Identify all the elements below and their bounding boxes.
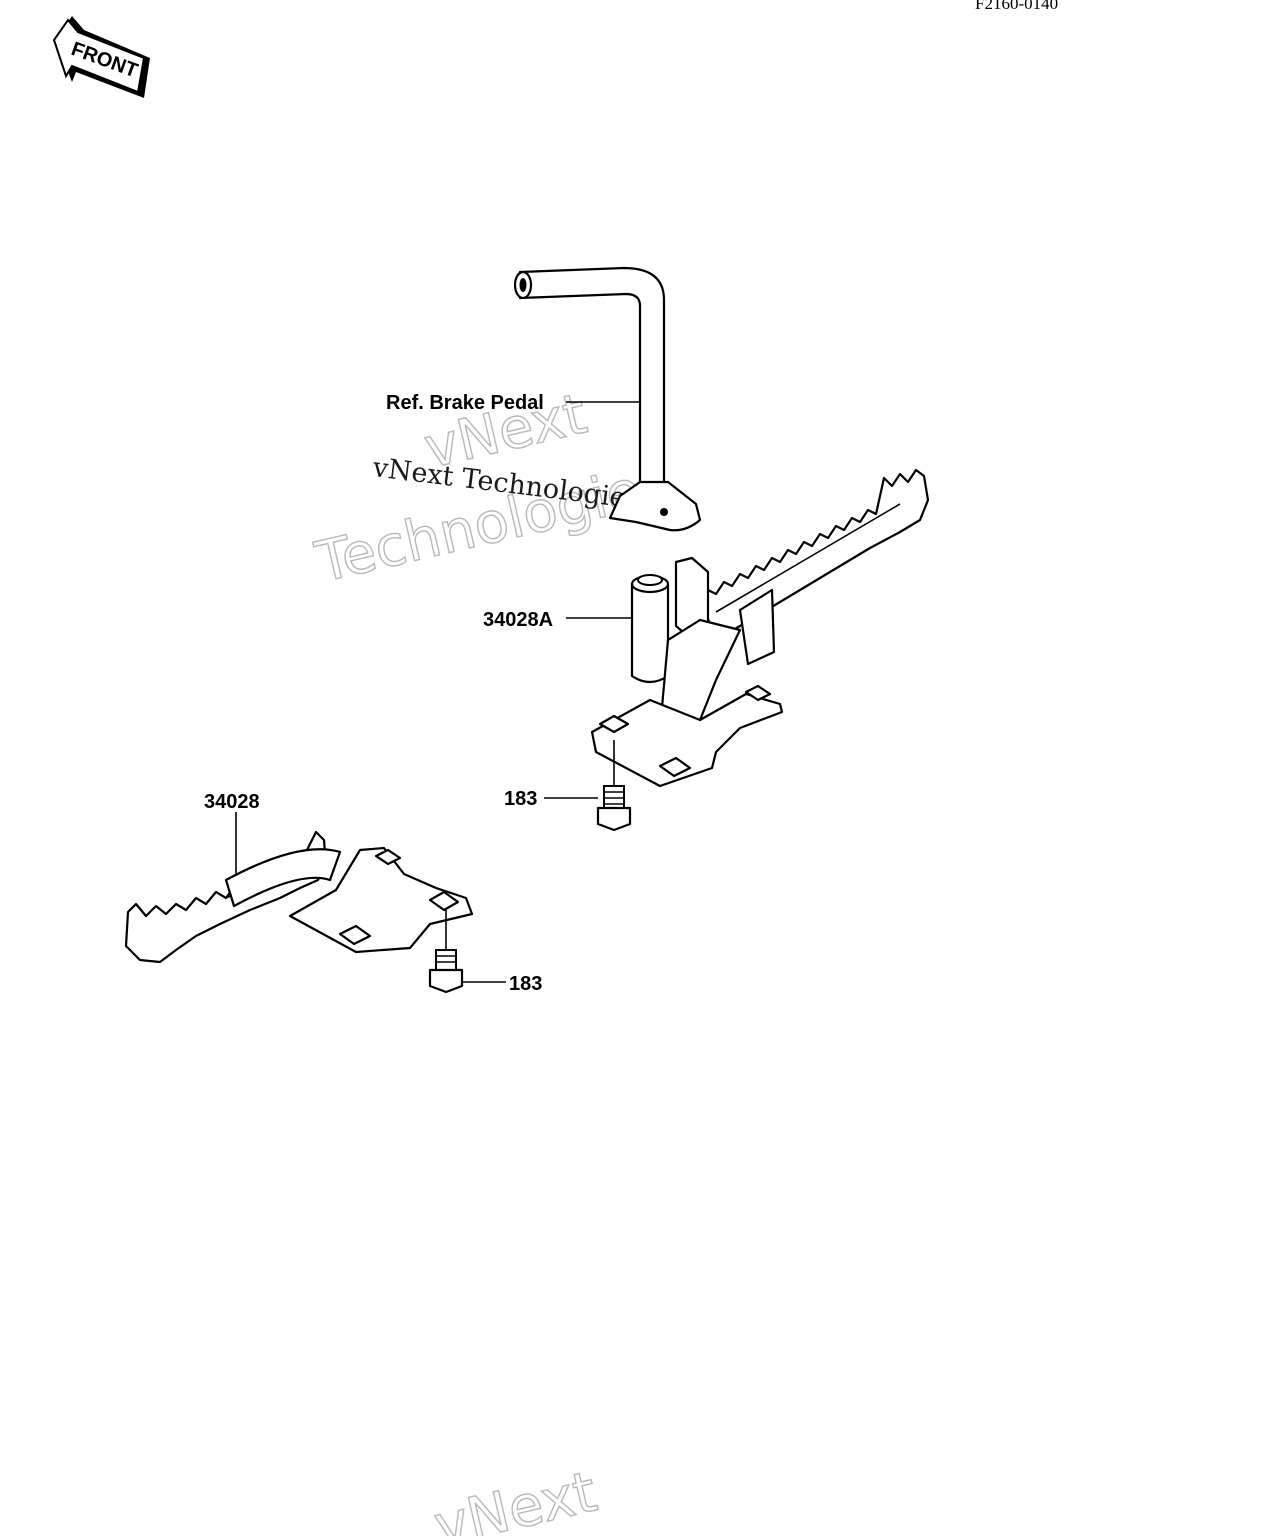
left-footpeg-part	[124, 812, 506, 994]
callout-right-bolt: 183	[504, 788, 537, 810]
watermark-bottom: vNext	[429, 1460, 603, 1536]
callout-right-footpeg: 34028A	[483, 609, 553, 631]
doc-id: F2160-0140	[975, 0, 1058, 13]
callout-left-footpeg: 34028	[204, 791, 260, 813]
front-arrow-icon: FRONT	[52, 16, 150, 98]
watermark: vNext Technologies vNext Technologies vN…	[309, 381, 677, 1536]
callout-left-bolt: 183	[509, 973, 542, 995]
callout-brake-pedal: Ref. Brake Pedal	[386, 392, 544, 414]
brake-pedal-part	[513, 266, 702, 532]
right-footpeg-part	[544, 468, 930, 832]
